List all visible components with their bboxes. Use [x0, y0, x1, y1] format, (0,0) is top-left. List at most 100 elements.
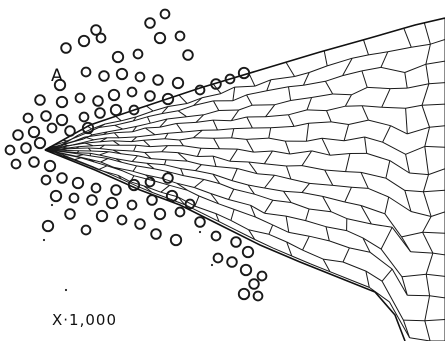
- cell-wall-cross-436: [146, 105, 154, 112]
- cell-wall-long-272: [153, 168, 169, 173]
- cell-wall-long-327: [272, 224, 290, 233]
- cell-wall-cross-555: [424, 146, 429, 175]
- cell-wall-long-54: [114, 120, 134, 126]
- cell-wall-long-67: [342, 70, 363, 77]
- cell-wall-long-293: [100, 161, 114, 168]
- label-a: A: [51, 66, 63, 86]
- cell-wall-long-305: [305, 220, 327, 228]
- spore-77: [241, 245, 255, 259]
- cell-wall-long-189: [389, 160, 410, 174]
- spore-39: [46, 122, 58, 134]
- spore-58: [86, 194, 98, 206]
- spore-44: [33, 136, 47, 150]
- cell-wall-long-311: [426, 273, 445, 277]
- cell-wall-long-186: [329, 153, 350, 156]
- spore-82: [248, 278, 260, 290]
- cell-wall-cross-409: [84, 142, 94, 147]
- cell-wall-long-128: [154, 132, 169, 136]
- spore-46: [28, 156, 40, 168]
- cell-wall-long-224: [150, 158, 167, 161]
- cell-wall-cross-543: [405, 108, 408, 134]
- cell-wall-cross-561: [425, 274, 431, 296]
- stray-dot-3: [198, 230, 202, 234]
- spore-21: [194, 84, 206, 96]
- cell-wall-long-161: [306, 137, 323, 142]
- cell-wall-long-153: [164, 138, 180, 141]
- cell-wall-long-118: [405, 104, 423, 109]
- cell-wall-long-258: [322, 195, 345, 203]
- cell-wall-cross-507: [301, 150, 313, 166]
- cell-wall-long-159: [268, 137, 286, 142]
- cell-wall-long-357: [381, 280, 404, 321]
- cell-wall-long-42: [327, 57, 353, 67]
- cell-wall-long-200: [144, 151, 162, 153]
- spore-27: [126, 86, 138, 98]
- cell-wall-long-123: [80, 139, 95, 144]
- cell-wall-long-190: [409, 172, 429, 176]
- cell-wall-long-88: [290, 97, 312, 101]
- cell-wall-long-226: [187, 160, 202, 166]
- spore-23: [55, 95, 69, 109]
- cell-wall-long-62: [246, 90, 267, 96]
- cell-wall-long-372: [218, 221, 237, 231]
- cell-wall-long-101: [103, 132, 115, 135]
- cell-wall-long-90: [332, 93, 352, 96]
- spore-1: [90, 24, 102, 36]
- cell-wall-long-354: [323, 258, 344, 263]
- cell-wall-long-268: [90, 155, 108, 159]
- cell-wall-long-64: [288, 84, 304, 88]
- spore-36: [128, 104, 140, 116]
- spore-20: [171, 76, 185, 90]
- cell-wall-cross-541: [403, 28, 412, 48]
- cell-wall-cross-495: [268, 224, 274, 235]
- cell-wall-long-133: [233, 127, 253, 130]
- cell-wall-cross-554: [424, 127, 430, 147]
- cell-wall-long-221: [108, 151, 122, 155]
- spore-5: [153, 31, 167, 45]
- cell-wall-cross-425: [112, 149, 122, 155]
- cell-wall-long-201: [161, 151, 178, 154]
- cell-wall-cross-452: [177, 110, 187, 118]
- cell-wall-cross-472: [210, 193, 219, 205]
- cell-wall-long-274: [183, 175, 205, 180]
- cell-wall-cross-540: [381, 268, 393, 282]
- cell-wall-long-117: [381, 106, 406, 109]
- cell-wall-long-106: [176, 121, 197, 124]
- cell-wall-long-239: [430, 211, 445, 217]
- cell-wall-cross-427: [113, 166, 123, 172]
- cell-wall-long-309: [380, 248, 403, 278]
- cell-wall-long-345: [160, 191, 179, 198]
- cell-wall-long-223: [137, 155, 152, 160]
- cell-wall-long-285: [391, 226, 411, 253]
- cell-wall-long-65: [303, 80, 326, 86]
- cell-wall-cross-538: [384, 196, 390, 214]
- cell-wall-long-364: [93, 166, 108, 174]
- cell-wall-long-183: [272, 150, 290, 155]
- cell-wall-long-132: [217, 128, 234, 131]
- cell-wall-cross-460: [195, 114, 204, 123]
- spore-63: [184, 198, 196, 210]
- cell-wall-long-78: [122, 125, 137, 130]
- cell-wall-long-245: [99, 154, 117, 160]
- cell-wall-cross-471: [212, 173, 221, 184]
- cell-wall-long-301: [228, 199, 251, 206]
- cell-wall-long-84: [218, 109, 239, 111]
- cell-wall-cross-448: [164, 159, 167, 165]
- cell-wall-cross-557: [422, 191, 432, 217]
- cell-wall-long-170: [67, 146, 80, 149]
- cell-wall-long-45: [387, 46, 412, 53]
- cell-wall-cross-441: [146, 162, 155, 170]
- cell-wall-long-30: [121, 116, 137, 122]
- cell-wall-cross-437: [146, 116, 151, 124]
- cell-wall-cross-386: [51, 147, 59, 150]
- cell-wall-cross-546: [401, 236, 412, 252]
- cell-wall-long-47: [430, 39, 445, 45]
- cell-wall-long-310: [401, 273, 427, 278]
- cell-wall-cross-558: [422, 216, 432, 233]
- cell-wall-cross-415: [103, 131, 108, 135]
- cell-wall-long-119: [421, 103, 445, 106]
- cell-wall-cross-451: [178, 94, 188, 104]
- cell-wall-long-142: [407, 126, 430, 135]
- cell-wall-long-298: [176, 182, 195, 188]
- spore-65: [95, 209, 109, 223]
